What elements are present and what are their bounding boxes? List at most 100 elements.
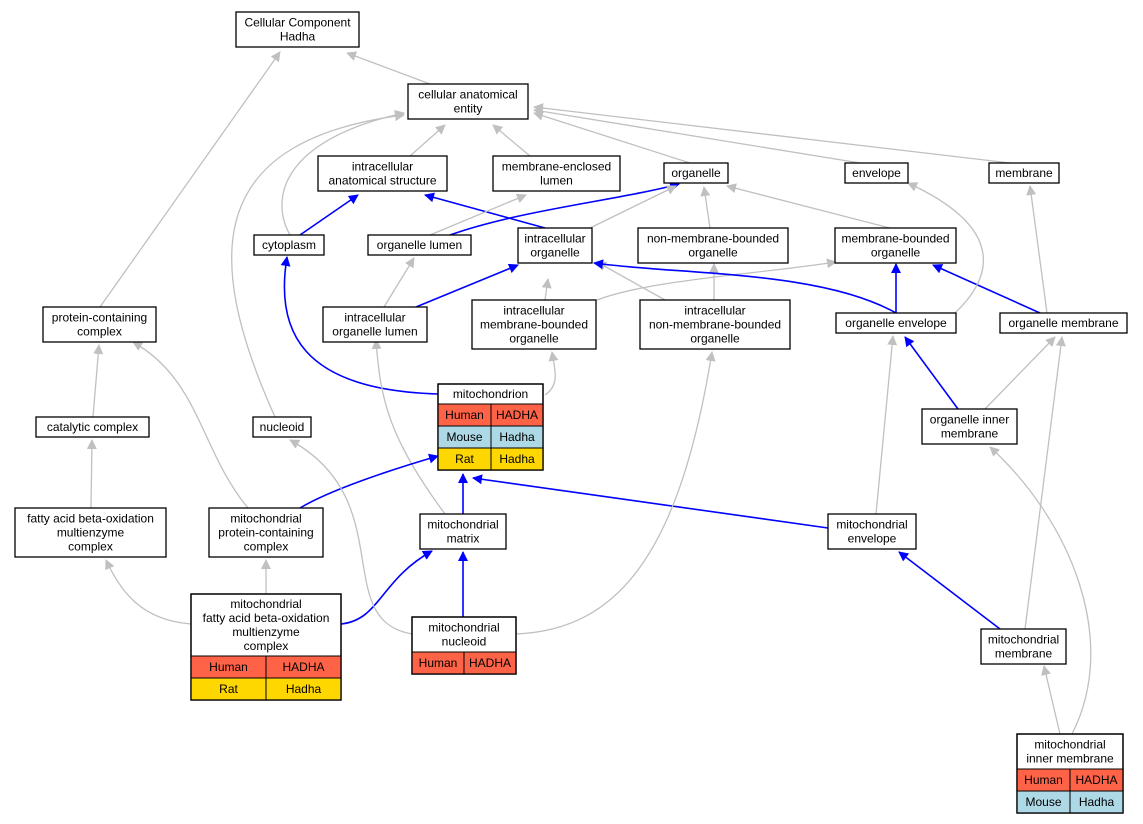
node-label: cellular anatomical [418, 88, 517, 102]
annotation-gene: HADHA [282, 660, 324, 674]
node-omem[interactable]: organelle membrane [999, 312, 1128, 334]
node-label: complex [244, 540, 289, 554]
edge-cytoplasm-to-ias [299, 194, 359, 236]
node-envelope[interactable]: envelope [844, 162, 909, 184]
edge-ias-to-cae [409, 124, 446, 157]
node-box [317, 155, 448, 192]
node-label: organelle [509, 332, 559, 346]
edge-imbo-to-iorg [541, 278, 552, 301]
edge-oim-to-omem [984, 336, 1056, 410]
edge-cytoplasm-to-cae [281, 110, 405, 236]
node-box [42, 306, 157, 343]
edge-mim-to-mmem [1041, 665, 1061, 735]
node-label: mitochondrial [836, 518, 907, 532]
node-label: intracellular [352, 160, 413, 174]
edge-menv-to-oenv [875, 335, 898, 515]
node-box [844, 162, 909, 184]
node-label: complex [77, 325, 122, 339]
edge-mnuc-to-inmbo [515, 351, 716, 635]
edge-mnuc-to-nucleoid [289, 439, 413, 635]
node-box [663, 162, 729, 184]
node-label: cytoplasm [262, 238, 316, 252]
edge-iorg-to-organelle [589, 185, 677, 229]
edge-fao-to-catc [86, 439, 97, 509]
node-label: inner membrane [1026, 752, 1114, 766]
node-label: organelle [671, 166, 721, 180]
node-box [980, 628, 1067, 665]
edge-oenv-to-iorg [593, 259, 897, 314]
edge-olumen-to-mel [429, 193, 527, 236]
node-box [407, 83, 529, 120]
node-cytoplasm[interactable]: cytoplasm [253, 234, 325, 256]
node-olumen[interactable]: organelle lumen [367, 234, 472, 256]
node-label: organelle [871, 246, 921, 260]
edge-oim-to-oenv [904, 336, 959, 410]
node-label: anatomical structure [328, 174, 436, 188]
node-label: protein-containing [218, 526, 313, 540]
node-label: Cellular Component [244, 16, 351, 30]
node-label: fatty acid beta-oxidation [27, 512, 154, 526]
node-box [253, 234, 325, 256]
node-label: fatty acid beta-oxidation [203, 611, 330, 625]
node-outline [1016, 733, 1124, 814]
node-fao[interactable]: fatty acid beta-oxidationmultienzymecomp… [14, 507, 167, 558]
edge-mel-to-cae [492, 124, 531, 157]
node-label: multienzyme [57, 526, 125, 540]
node-box [322, 306, 428, 343]
edge-nmbo-to-organelle [700, 186, 711, 229]
edge-oenv-to-envelope [907, 182, 984, 314]
edge-catc-to-pcc [92, 344, 104, 418]
annotation-species: Human [209, 660, 248, 674]
annotation-gene: Hadha [499, 452, 535, 466]
node-label: organelle membrane [1008, 316, 1118, 330]
edge-mfao-to-fao [105, 559, 192, 625]
node-label: organelle lumen [332, 325, 417, 339]
node-nucleoid[interactable]: nucleoid [252, 416, 312, 438]
annotation-species: Mouse [1025, 795, 1061, 809]
node-label: organelle [690, 332, 740, 346]
node-oenv[interactable]: organelle envelope [835, 312, 957, 334]
node-label: non-membrane-bounded [649, 318, 781, 332]
edge-omem-to-membrane [1026, 185, 1048, 314]
node-label: non-membrane-bounded [647, 232, 779, 246]
edge-mpcc-to-mito [299, 453, 439, 509]
node-label: mitochondrial [428, 621, 499, 635]
node-membrane[interactable]: membrane [988, 162, 1060, 184]
node-box [827, 513, 917, 550]
node-organelle[interactable]: organelle [663, 162, 729, 184]
node-box [637, 227, 789, 264]
node-label: organelle envelope [845, 316, 947, 330]
node-box [471, 299, 597, 350]
node-label: mitochondrion [453, 387, 528, 401]
edge-membrane-to-cae [533, 103, 1011, 164]
node-box [835, 312, 957, 334]
node-box [252, 416, 312, 438]
node-label: membrane-enclosed [502, 160, 611, 174]
node-catc[interactable]: catalytic complex [35, 416, 150, 438]
node-label: Hadha [280, 30, 316, 44]
node-inmbo[interactable]: intracellularnon-membrane-boundedorganel… [639, 299, 791, 350]
edge-cae-to-root [346, 51, 431, 85]
node-outline [437, 383, 544, 471]
